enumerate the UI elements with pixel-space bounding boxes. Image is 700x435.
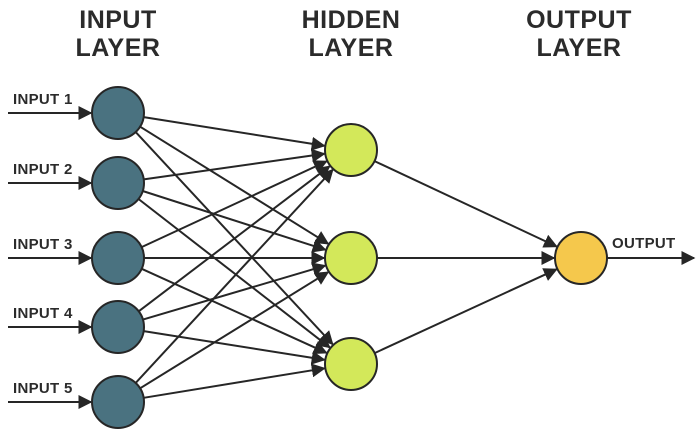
edge-input2-hidden2: [142, 190, 327, 253]
edge-hidden1-output: [374, 160, 558, 248]
input-label-5: INPUT 5: [13, 380, 73, 397]
edge-hidden3-output: [374, 268, 558, 355]
input-layer-title-line1: INPUT: [79, 6, 157, 34]
input-label-2: INPUT 2: [13, 161, 73, 178]
input-node-2: [91, 156, 145, 210]
output-arrow-group: OUTPUT: [607, 235, 696, 265]
input-label-1: INPUT 1: [13, 91, 73, 108]
hidden-node-1: [324, 123, 378, 177]
edge-input4-hidden3: [143, 330, 326, 365]
edge-input2-hidden1: [143, 148, 326, 181]
edge-input1-hidden2: [139, 125, 330, 245]
input-node-4: [91, 300, 145, 354]
edge-input1-hidden1: [143, 116, 326, 151]
edge-input2-hidden3: [137, 198, 331, 349]
network-nodes: [91, 86, 608, 429]
connection-edges: [134, 116, 558, 399]
hidden-node-2: [324, 231, 378, 285]
input-layer-title: INPUT LAYER: [76, 6, 161, 62]
output-layer-title-line2: LAYER: [537, 34, 622, 62]
output-label: OUTPUT: [612, 235, 675, 252]
hidden-layer-title-line1: HIDDEN: [302, 6, 401, 34]
input-node-1: [91, 86, 145, 140]
hidden-layer-title: HIDDEN LAYER: [302, 6, 401, 62]
input-layer-title-line2: LAYER: [76, 34, 161, 62]
output-node: [554, 231, 608, 285]
edge-input5-hidden1: [134, 168, 334, 384]
edge-input5-hidden2: [139, 271, 330, 390]
hidden-layer-title-line2: LAYER: [309, 34, 394, 62]
input-label-4: INPUT 4: [13, 305, 73, 322]
edge-input3-hidden1: [141, 160, 328, 249]
input-label-3: INPUT 3: [13, 236, 73, 253]
hidden-node-3: [324, 337, 378, 391]
output-layer-title-line1: OUTPUT: [526, 6, 632, 34]
edge-input4-hidden2: [142, 262, 327, 321]
input-node-3: [91, 231, 145, 285]
output-layer-title: OUTPUT LAYER: [526, 6, 632, 62]
input-labels: INPUT 1 INPUT 2 INPUT 3 INPUT 4 INPUT 5: [13, 91, 73, 397]
edge-input3-hidden3: [141, 267, 328, 354]
input-arrows: [8, 106, 93, 409]
input-node-5: [91, 375, 145, 429]
edge-input5-hidden3: [143, 363, 326, 399]
edge-input4-hidden1: [138, 165, 331, 313]
